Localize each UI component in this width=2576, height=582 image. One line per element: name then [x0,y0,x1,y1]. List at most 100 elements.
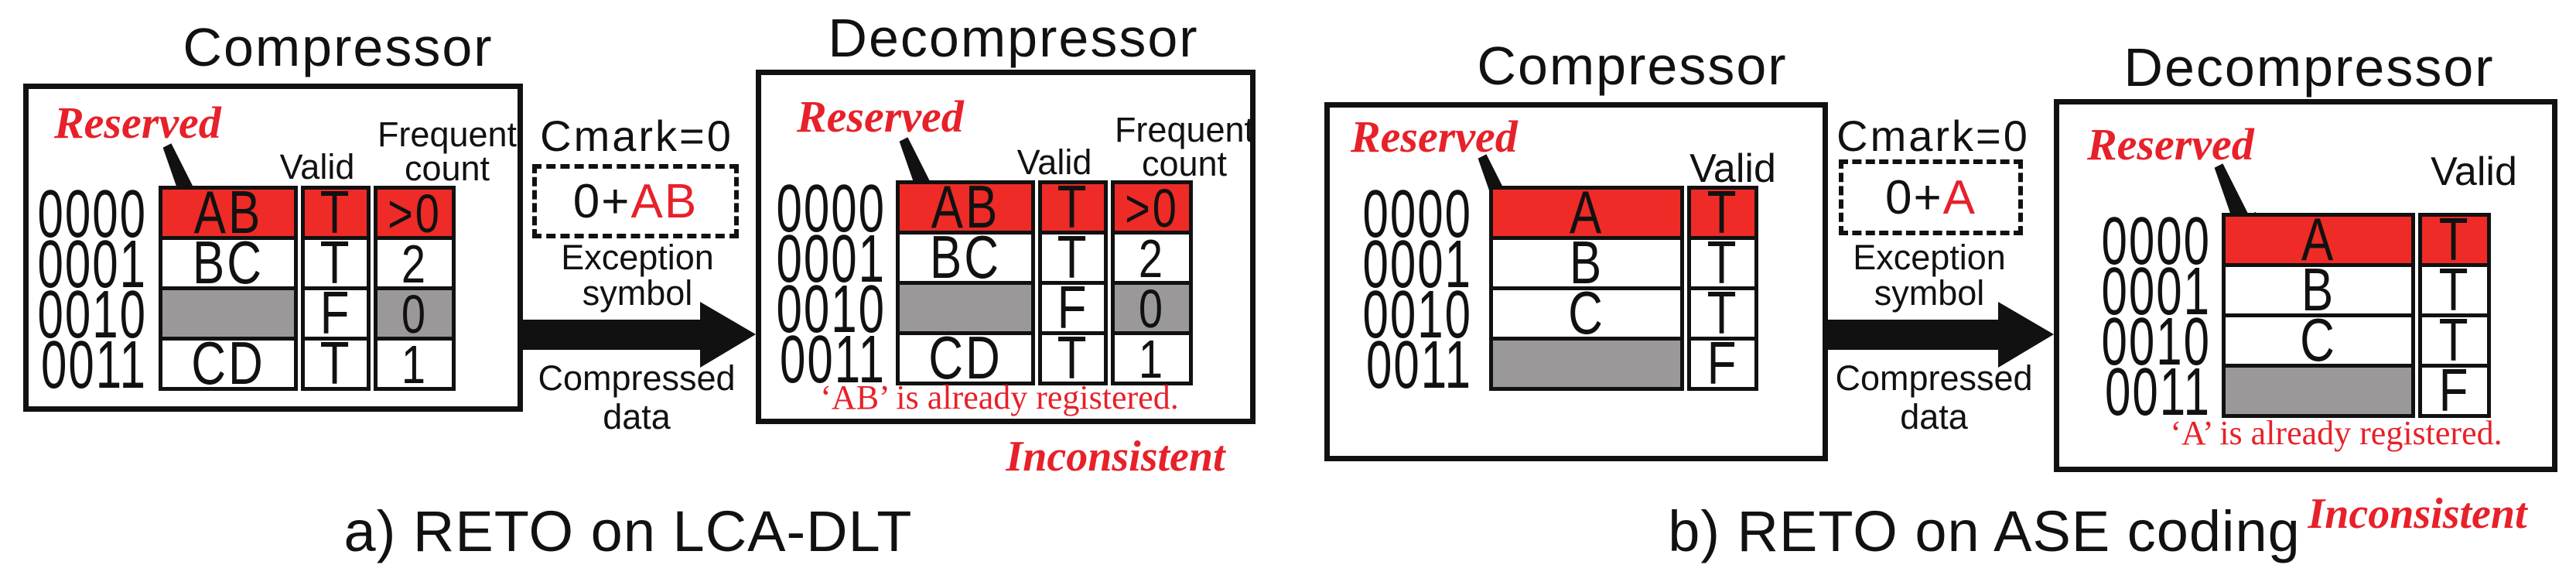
symbol-cell [2226,364,2411,414]
valid-cell: T [1691,280,1754,347]
count-cell: 1 [1115,328,1189,389]
count-cell: 0 [1115,278,1189,338]
panel-b-decompressor-symbol-column: A B C [2222,207,2415,418]
valid-cell: F [305,280,367,347]
address-label: 0011 [779,321,886,398]
valid-cell: T [1042,174,1104,241]
panel-a-decompressor-symbol-column: AB BC CD [896,174,1035,392]
panel-a-caption: a) RETO on LCA-DLT [343,499,913,563]
valid-cell: T [1042,224,1104,291]
panel-b-decompressor-reserved-label: Reserved [2087,119,2254,169]
address-label: 0010 [2101,303,2211,380]
frequent-header-line1: Frequent [377,115,518,154]
flow-arrow-icon [522,302,756,368]
address-label: 0000 [1362,176,1472,252]
address-label: 0001 [776,221,886,297]
symbol-cell [1493,337,1680,387]
panel-a-compressor-count-column: >0 2 0 1 [374,183,456,394]
valid-cell: T [305,230,367,296]
symbol-cell: A [2226,207,2411,273]
address-label: 0010 [776,271,886,347]
symbol-cell: B [1493,230,1680,296]
panel-a-compressor-frequent-header: Frequent count [377,115,518,188]
panel-a-decompressor-frequent-header: Frequent count [1114,110,1255,183]
panel-b-caption: b) RETO on ASE coding [1668,499,2301,563]
count-cell: 2 [1115,228,1189,288]
panel-b-registered-note: ‘A’ is already registered. [2170,414,2503,452]
symbol-cell: AB [162,180,294,246]
count-cell: >0 [1115,177,1189,238]
panel-b-cmark-label: Cmark=0 [1836,111,2030,160]
frequent-header-line2: count [404,149,490,188]
panel-a-compressor-symbol-column: AB BC CD [159,180,298,397]
panel-a-exception-label: Exception symbol [561,238,714,313]
panel-a-decompressor-valid-column: T T F T [1038,174,1108,392]
symbol-cell: A [1493,180,1680,246]
valid-cell: T [305,330,367,397]
symbol-cell: CD [900,325,1031,392]
count-cell: >0 [378,183,452,243]
address-label: 0001 [37,226,147,303]
symbol-cell: BC [900,224,1031,291]
exception-code-symbol: AB [630,174,699,228]
panel-b-decompressor-valid-column: T T T F [2418,207,2491,424]
panel-b-compressor-valid-header: Valid [1689,146,1776,191]
panel-a-decompressor-count-column: >0 2 0 1 [1111,177,1193,389]
address-label: 0010 [37,276,147,353]
symbol-cell: BC [162,230,294,296]
panel-b-compressor-valid-column: T T T F [1687,180,1758,397]
count-cell: 2 [378,233,452,293]
valid-cell: T [1691,180,1754,246]
address-label: 0011 [40,327,147,403]
valid-cell: F [2422,358,2487,424]
address-label: 0000 [2101,203,2211,279]
panel-a-compressor-valid-header: Valid [279,147,355,187]
flow-arrow-icon [1827,302,2054,368]
panel-b-compressed-data-label: Compressed data [1835,358,2033,436]
panel-b-compressor-title: Compressor [1477,36,1788,96]
address-label: 0011 [2104,354,2211,430]
symbol-cell: C [1493,280,1680,347]
valid-cell: F [1691,330,1754,397]
exception-code-prefix: 0+ [572,174,631,228]
count-cell: 1 [378,334,452,394]
panel-a-cmark-label: Cmark=0 [540,111,733,160]
panel-b-compressor-reserved-label: Reserved [1351,111,1518,162]
exception-code-prefix: 0+ [1884,170,1943,224]
panel-a-decompressor-reserved-label: Reserved [797,91,964,142]
panel-b-compressor-symbol-column: A B C [1489,180,1684,391]
panel-a-exception-symbol-box: 0+AB [532,164,739,238]
panel-a-compressor-valid-column: T T F T [301,180,371,397]
count-cell: 0 [378,283,452,344]
valid-cell: T [2422,207,2487,273]
address-label: 0001 [1362,226,1472,303]
valid-cell: T [1691,230,1754,296]
symbol-cell: B [2226,257,2411,324]
panel-a-decompressor-title: Decompressor [828,8,1199,68]
symbol-cell: C [2226,307,2411,374]
symbol-cell [162,286,294,337]
address-label: 0000 [37,176,147,252]
address-label: 0010 [1362,276,1472,353]
exception-code-symbol: A [1942,170,1977,224]
symbol-cell: AB [900,174,1031,241]
address-label: 0000 [776,170,886,247]
panel-b-exception-symbol-box: 0+A [1839,159,2023,235]
panel-b-inconsistent-label: Inconsistent [2308,490,2527,538]
panel-a-compressor-reserved-label: Reserved [54,98,221,148]
panel-a-decompressor-valid-header: Valid [1016,142,1092,182]
address-label: 0011 [1365,327,1472,403]
address-label: 0001 [2101,253,2211,330]
symbol-cell [900,281,1031,331]
panel-a-compressed-data-label: Compressed data [538,358,736,436]
valid-cell: T [2422,307,2487,374]
panel-b-exception-label: Exception symbol [1853,238,2006,313]
valid-cell: T [1042,325,1104,392]
panel-b-decompressor-valid-header: Valid [2431,149,2517,194]
symbol-cell: CD [162,330,294,397]
valid-cell: F [1042,275,1104,341]
valid-cell: T [305,180,367,246]
valid-cell: T [2422,257,2487,324]
panel-a-inconsistent-label: Inconsistent [1006,433,1225,481]
